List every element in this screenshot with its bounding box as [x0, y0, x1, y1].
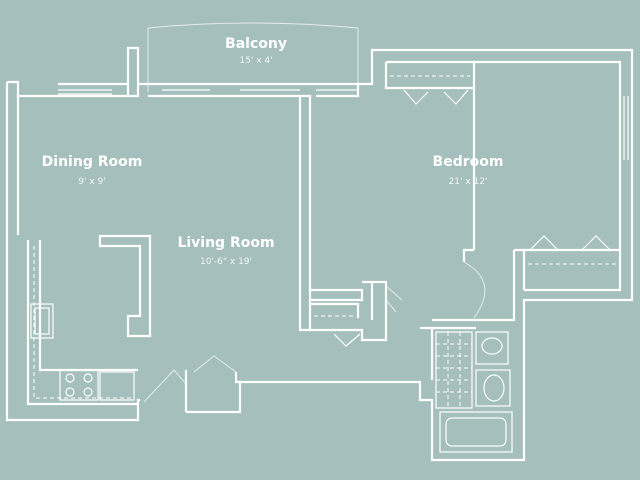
balcony-label: Balcony 15' x 4'	[225, 36, 287, 66]
interior-walls	[26, 94, 620, 406]
balcony-name: Balcony	[225, 36, 287, 52]
bedroom-dims: 21' x 12'	[449, 177, 488, 187]
balcony-dims: 15' x 4'	[239, 56, 272, 66]
kitchen-fixtures	[30, 303, 135, 401]
living-room-name: Living Room	[177, 235, 274, 251]
dining-room-label: Dining Room 9' x 9'	[42, 154, 143, 187]
bedroom-label: Bedroom 21' x 12'	[433, 154, 504, 187]
dining-room-name: Dining Room	[42, 154, 143, 170]
dining-room-dims: 9' x 9'	[78, 177, 105, 187]
bathroom-fixtures	[435, 331, 513, 453]
balcony-outline	[147, 22, 359, 92]
door-swings	[143, 261, 486, 403]
bedroom-name: Bedroom	[433, 154, 504, 170]
living-room-dims: 10'-6" x 19'	[200, 257, 252, 267]
living-room-label: Living Room 10'-6" x 19'	[177, 235, 274, 267]
exterior-walls	[5, 46, 634, 462]
closets	[310, 62, 616, 347]
